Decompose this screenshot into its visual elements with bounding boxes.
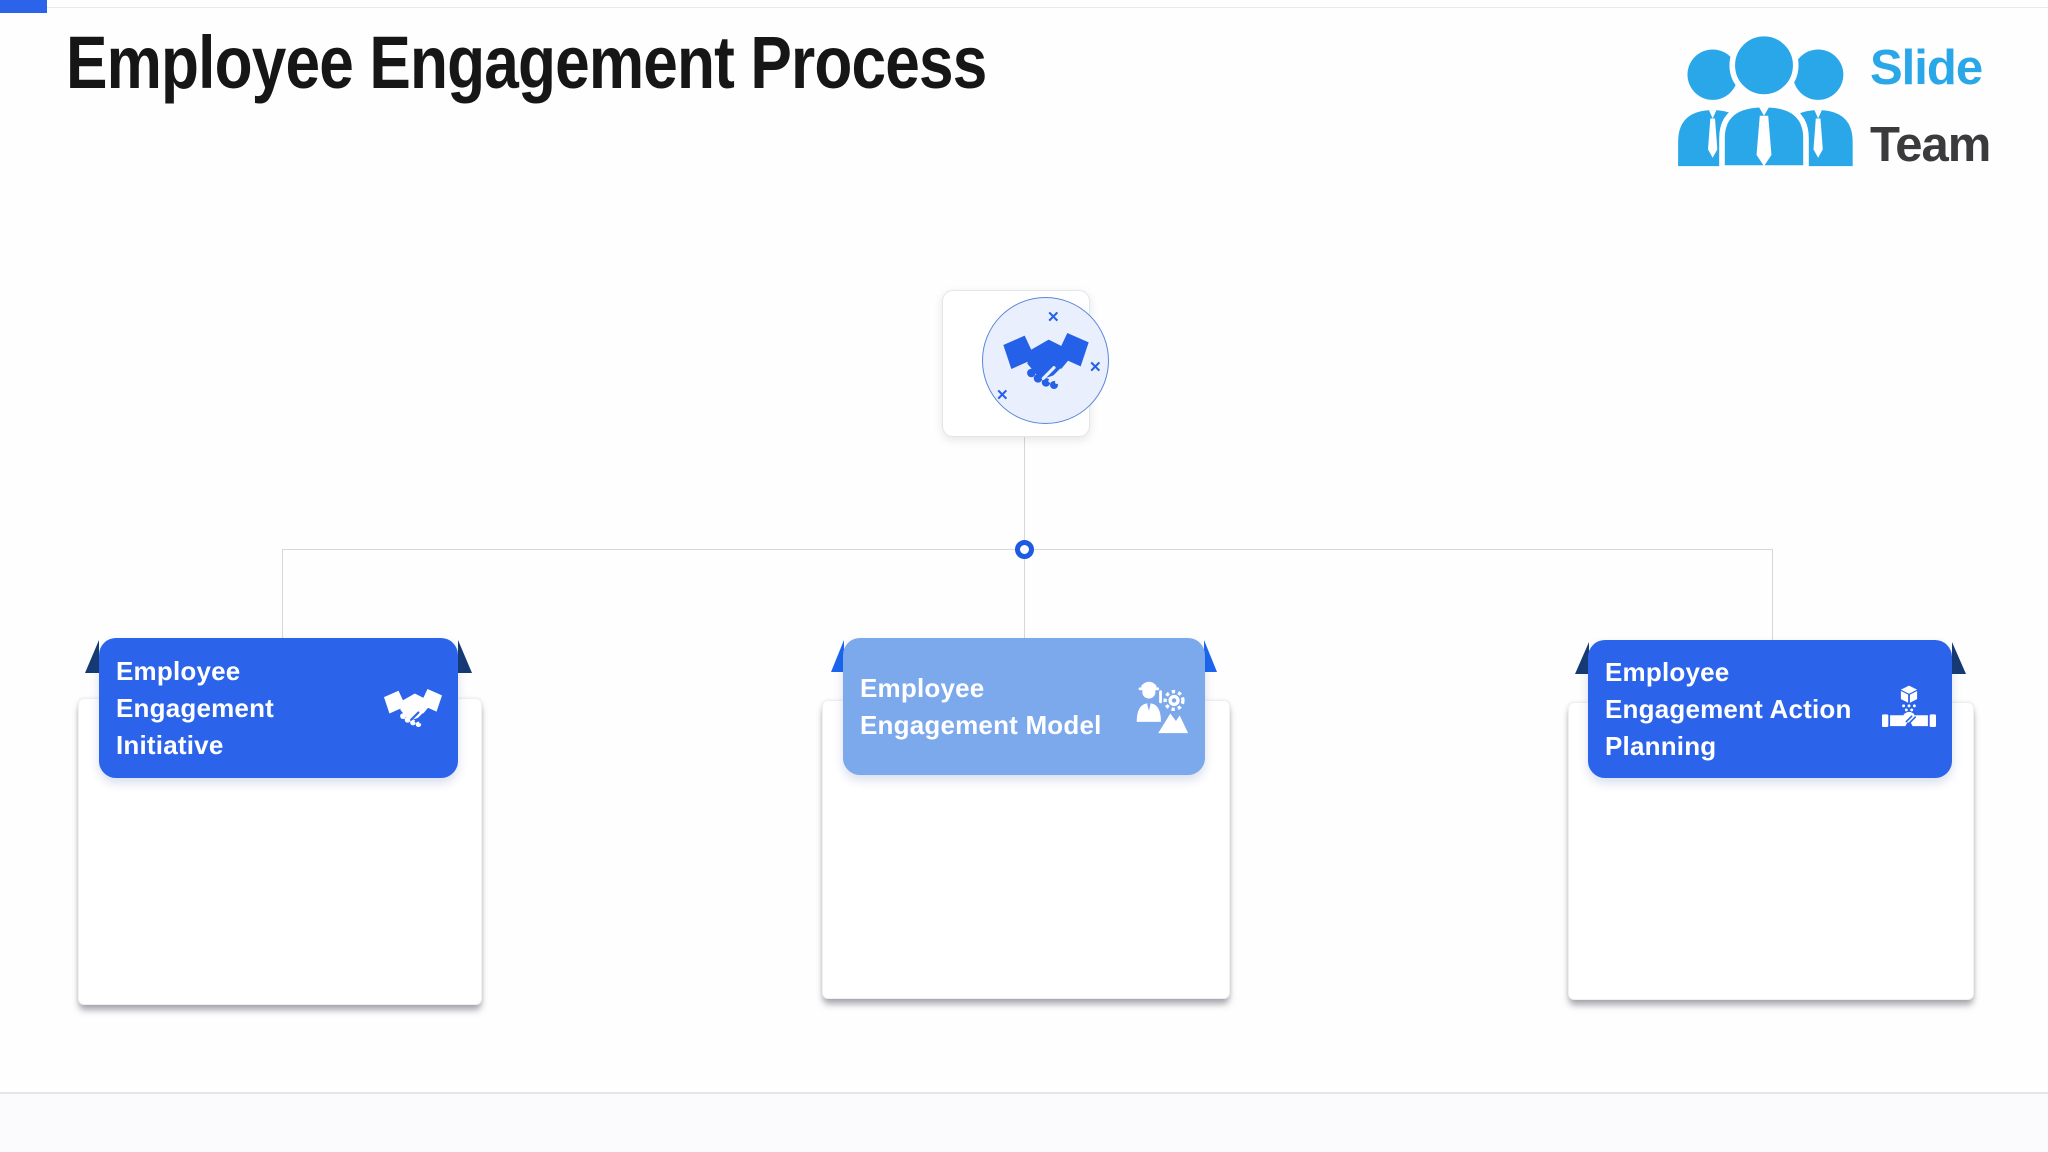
ribbon-fold-left: [1575, 642, 1589, 674]
box-action-planning-title: Employee Engagement Action Planning: [1605, 656, 1852, 761]
team-people-icon: [1678, 30, 1853, 168]
ribbon-fold-right: [1952, 642, 1966, 674]
ribbon-fold-right: [458, 640, 472, 673]
worker-goal-icon: [1136, 681, 1189, 733]
box-model-title: Employee Engagement Model: [860, 672, 1102, 740]
decorative-x-mark: ✕: [1089, 359, 1102, 376]
slideteam-logo: Slide Team: [1668, 28, 1991, 184]
connector-junction-handle[interactable]: [1015, 540, 1034, 559]
handshake-icon: [1002, 332, 1089, 389]
logo-word-team: Team: [1870, 118, 1991, 172]
decorative-x-mark: ✕: [1047, 309, 1060, 326]
page-title[interactable]: Employee Engagement Process: [66, 21, 987, 104]
root-node-circle[interactable]: [982, 297, 1109, 424]
connector-drop-right: [1771, 548, 1773, 641]
box-model-band[interactable]: Employee Engagement Model: [843, 638, 1205, 775]
box-initiative-band[interactable]: Employee Engagement Initiative: [99, 638, 458, 778]
connector-drop-middle: [1023, 548, 1025, 639]
bottom-margin-area: [0, 1094, 2048, 1152]
ribbon-fold-left: [85, 640, 99, 673]
decorative-x-mark: ✕: [996, 387, 1009, 404]
logo-word-slide: Slide: [1870, 41, 1983, 95]
top-divider-line: [47, 7, 2048, 8]
handshake-delivery-icon: [1882, 685, 1936, 727]
connector-root-vertical: [1023, 435, 1025, 549]
box-initiative-title: Employee Engagement Initiative: [116, 655, 275, 760]
connector-drop-left: [281, 548, 283, 641]
top-left-accent-bar: [0, 0, 47, 13]
ribbon-fold-right: [1204, 640, 1217, 672]
bottom-divider-line: [0, 1092, 2048, 1094]
handshake-icon: [384, 688, 442, 728]
box-action-planning-band[interactable]: Employee Engagement Action Planning: [1588, 640, 1952, 778]
logo-wordmark: Slide Team: [1870, 30, 1991, 184]
